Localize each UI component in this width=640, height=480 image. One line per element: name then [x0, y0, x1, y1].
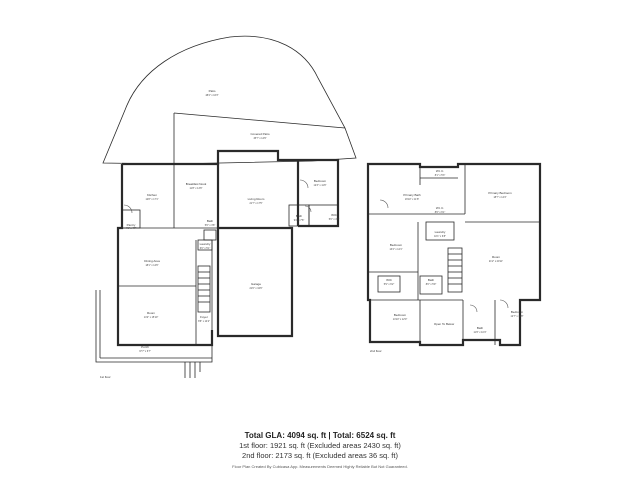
room-name-breakfast-nook: Breakfast Nook	[186, 182, 207, 186]
room-name-laundry: Laundry	[200, 242, 211, 246]
room-name-wic1: W.I.C.	[436, 169, 444, 173]
room-dim-bedroom-sw: 14'10" x 12'0"	[393, 318, 408, 321]
room-dim-room: 14'2" x 15'10"	[144, 316, 159, 319]
wic3-box	[377, 275, 401, 293]
room-name-bath-small: Bath	[428, 278, 435, 282]
room-dim-bedroom-west: 13'4" x 12'1"	[389, 248, 402, 251]
room-name-wic2: W.I.C.	[436, 206, 444, 210]
room-dim-wic: 5'0" x 4'3"	[329, 218, 340, 221]
room-name-primary-bath: Primary Bath	[403, 193, 421, 197]
room-name-bedroom-se: Bedroom	[511, 310, 524, 314]
room-name-bedroom-sw: Bedroom	[394, 313, 407, 317]
room-name-patio: Patio	[209, 89, 216, 93]
room-dim-patio: 48'4" x 16'3"	[205, 94, 218, 97]
room-dim-breakfast-nook: 11'8" x 13'9"	[190, 187, 203, 190]
patio-outline	[102, 35, 357, 165]
door-arc	[304, 205, 312, 213]
first-floor-plan: Patio 48'4" x 16'3" Covered Patio 45'7" …	[95, 35, 357, 379]
room-dim-wic3: 5'9" x 6'2"	[384, 283, 395, 286]
door-arc	[379, 199, 389, 209]
room-dim-primary-bedroom: 18'7" x 14'4"	[493, 196, 506, 199]
room-dim-covered-patio: 45'7" x 14'9"	[253, 137, 266, 140]
pantry-box	[121, 209, 141, 229]
second-outline	[366, 162, 542, 347]
first-floor-area: 1st floor: 1921 sq. ft (Excluded areas 2…	[239, 441, 401, 450]
room-dim-room-2: 21'2" x 20'11"	[489, 260, 503, 263]
floor-label-second: 2nd floor	[370, 349, 382, 353]
porch-steps	[184, 362, 201, 378]
room-dim-garage: 21'6" x 34'6"	[249, 287, 262, 290]
wic-box	[308, 204, 339, 227]
room-dim-bath-south: 11'6" x 10'4"	[474, 331, 487, 334]
room-dim-bath: 9'2" x 7'8"	[294, 219, 305, 222]
room-name-bath: Bath	[296, 214, 303, 218]
room-name-garage: Garage	[251, 282, 261, 286]
bath-small-box	[419, 275, 443, 295]
room-name-covered-patio: Covered Patio	[250, 132, 269, 136]
room-name-room-2: Room	[492, 255, 501, 259]
door-arc	[299, 179, 309, 189]
room-dim-porch: 37'7" x 6'7"	[139, 350, 151, 353]
second-floor-area: 2nd floor: 2173 sq. ft (Excluded areas 3…	[242, 451, 398, 460]
room-name-foyer: Foyer	[200, 315, 208, 319]
room-name-dining-area: Dining Area	[144, 259, 160, 263]
room-name-laundry-2: Laundry	[435, 230, 446, 234]
room-dim-laundry: 6'0" x 5'1"	[200, 247, 211, 250]
laundry-box-2	[425, 221, 455, 241]
room-dim-bath-small: 8'0" x 5'9"	[426, 283, 437, 286]
room-dim-bedroom-se: 12'7" x 11'8"	[511, 315, 524, 318]
room-dim-living-room: 21'7" x 17'5"	[249, 202, 262, 205]
room-dim-dining-area: 18'1" x 14'6"	[145, 264, 158, 267]
room-dim-pantry: 4'1" x 4'7"	[126, 227, 137, 230]
halfbath-box	[203, 229, 217, 241]
room-name-bedroom-west: Bedroom	[390, 243, 403, 247]
disclaimer-footer: Floor Plan Created By Cubicasa App. Meas…	[232, 464, 408, 469]
door-arc	[499, 299, 509, 309]
room-name-wic: WIC	[331, 213, 338, 217]
room-dim-half-bath: 5'6" x 3'8"	[205, 224, 216, 227]
room-dim-foyer: 8'6" x 14'2"	[198, 320, 210, 323]
room-name-bath-south: Bath	[477, 326, 484, 330]
door-arc	[469, 304, 478, 313]
room-dim-bedroom: 12'3" x 11'9"	[314, 184, 327, 187]
second-floor-plan: W.I.C. 8'1" x 5'3" Primary Bath 16'10" x…	[366, 162, 542, 353]
patio-divider-2	[173, 112, 346, 129]
room-dim-wic2: 8'6" x 6'1"	[435, 211, 446, 214]
total-area-summary: Total GLA: 4094 sq. ft | Total: 6524 sq.…	[244, 431, 396, 440]
stairs-second	[447, 247, 463, 293]
room-name-wic3: WIC	[386, 278, 393, 282]
door-arc	[123, 204, 133, 214]
room-name-half-bath: Bath	[207, 219, 214, 223]
floor-label-first: 1st floor	[100, 375, 111, 379]
room-dim-primary-bath: 16'10" x 11'8"	[405, 198, 419, 201]
room-name-kitchen: Kitchen	[147, 193, 157, 197]
room-dim-laundry-2: 10'1" x 6'8"	[434, 235, 446, 238]
room-name-open-to-below: Open To Below	[434, 322, 455, 326]
porch-outline	[95, 290, 213, 363]
garage-outline	[216, 226, 294, 338]
room-name-bedroom: Bedroom	[314, 179, 327, 183]
room-dim-kitchen: 12'8" x 17'1"	[145, 198, 158, 201]
room-name-living-room: Living Room	[248, 197, 265, 201]
room-name-porch: Porch	[141, 345, 149, 349]
stairs-first	[197, 265, 211, 313]
room-name-room: Room	[147, 311, 156, 315]
room-name-primary-bedroom: Primary Bedroom	[488, 191, 512, 195]
house-outline-north	[122, 149, 340, 228]
house-outline-west	[116, 164, 214, 347]
room-dim-wic1: 8'1" x 5'3"	[435, 174, 446, 177]
room-name-pantry: Pantry	[127, 223, 136, 227]
